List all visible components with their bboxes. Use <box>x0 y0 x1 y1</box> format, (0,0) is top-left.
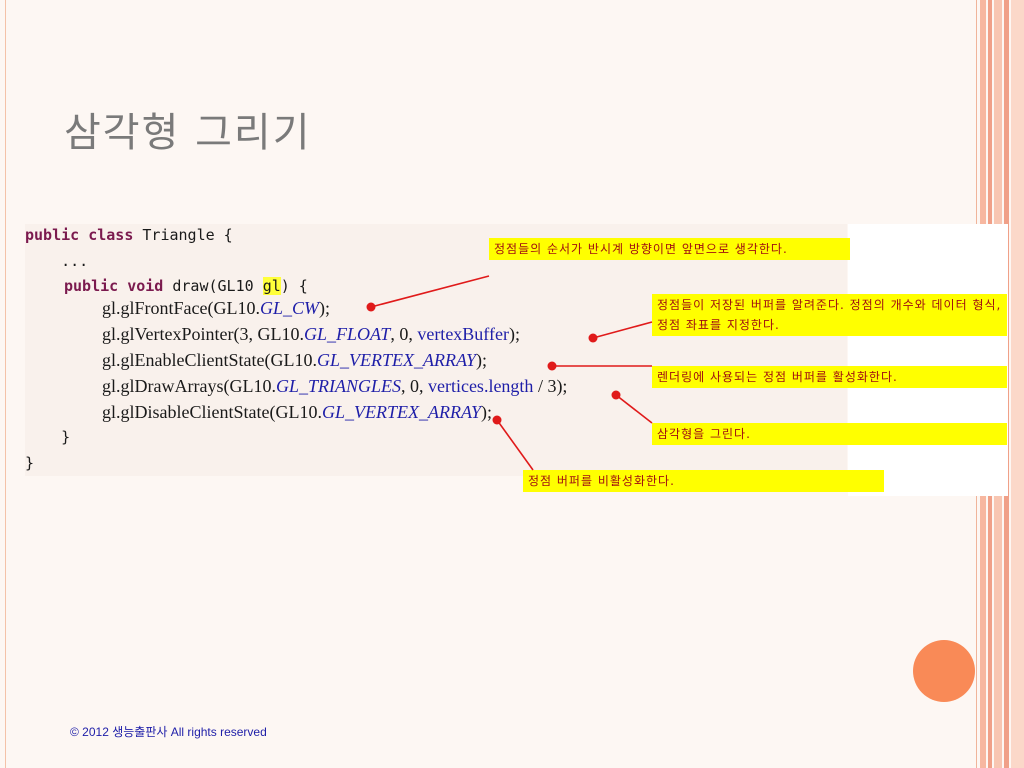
code-line-3: public void draw(GL10 gl) { <box>64 277 308 295</box>
connector-disable-state <box>496 419 534 471</box>
code-line-4: gl.glFrontFace(GL10.GL_CW); <box>102 298 330 318</box>
connector-vertex-pointer <box>592 321 653 339</box>
decorative-circle <box>913 640 975 702</box>
marker-disable-state <box>492 415 502 425</box>
code-line-1: public class Triangle { <box>25 226 233 244</box>
connector-draw-arrays <box>615 394 653 424</box>
code-line-8: gl.glDisableClientState(GL10.GL_VERTEX_A… <box>102 402 492 422</box>
annotation-front-face: 정점들의 순서가 반시계 방향이면 앞면으로 생각한다. <box>489 238 850 260</box>
annotation-vertex-pointer: 정점들이 저장된 버퍼를 알려준다. 정점의 개수와 데이터 형식, 정점 좌표… <box>652 294 1007 336</box>
code-line-5: gl.glVertexPointer(3, GL10.GL_FLOAT, 0, … <box>102 324 520 344</box>
marker-draw-arrays <box>611 390 621 400</box>
marker-vertex-pointer <box>588 333 598 343</box>
code-line-7: gl.glDrawArrays(GL10.GL_TRIANGLES, 0, ve… <box>102 376 568 396</box>
copyright-footer: © 2012 생능출판사 All rights reserved <box>70 725 267 739</box>
code-line-10: } <box>25 454 35 472</box>
marker-enable-state <box>547 361 557 371</box>
marker-front-face <box>366 302 376 312</box>
annotation-draw-arrays: 삼각형을 그린다. <box>652 423 1007 445</box>
annotation-enable-state: 렌더링에 사용되는 정점 버퍼를 활성화한다. <box>652 366 1007 388</box>
annotation-disable-state: 정점 버퍼를 비활성화한다. <box>523 470 884 492</box>
code-line-9: } <box>25 428 71 446</box>
decorative-stripe <box>1011 0 1024 768</box>
connector-front-face <box>370 275 490 308</box>
slide-title: 삼각형 그리기 <box>64 110 312 156</box>
annotation-panel <box>848 224 1008 496</box>
code-line-6: gl.glEnableClientState(GL10.GL_VERTEX_AR… <box>102 350 487 370</box>
code-line-2: ... <box>25 252 89 270</box>
slide-border-left <box>5 0 6 768</box>
